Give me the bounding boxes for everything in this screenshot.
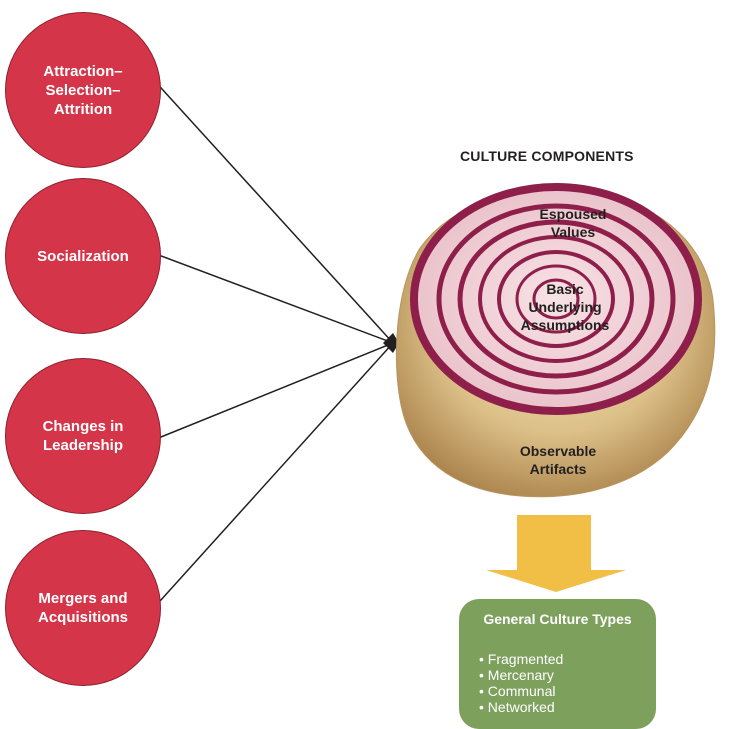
source-mergers-and-acquisitions: Mergers and Acquisitions	[5, 530, 161, 686]
connector-lines	[150, 77, 399, 612]
observable-artifacts-label: Observable Artifacts	[519, 443, 597, 477]
onion-ring	[515, 264, 597, 334]
down-arrow	[486, 515, 626, 592]
connector-line-3	[155, 342, 394, 440]
onion-ring	[478, 235, 634, 363]
connector-line-4	[150, 342, 394, 612]
basic-underlying-assumptions-label: Basic Underlying Assumptions	[520, 281, 610, 333]
types-item: Mercenary	[479, 667, 563, 683]
types-item: Communal	[479, 683, 563, 699]
types-item: Networked	[479, 699, 563, 715]
onion-ring	[497, 250, 615, 348]
source-socialization: Socialization	[5, 178, 161, 334]
types-title: General Culture Types	[483, 611, 632, 627]
types-list: Fragmented Mercenary Communal Networked	[479, 651, 563, 715]
culture-diagram: Attraction– Selection– Attrition Sociali…	[0, 0, 734, 712]
arrowhead	[383, 333, 399, 353]
source-attraction-selection-attrition: Attraction– Selection– Attrition	[5, 12, 161, 168]
source-label: Attraction– Selection– Attrition	[43, 62, 123, 118]
source-changes-in-leadership: Changes in Leadership	[5, 358, 161, 514]
general-culture-types-box: General Culture Types Fragmented Mercena…	[459, 599, 656, 729]
culture-components-heading: CULTURE COMPONENTS	[460, 148, 634, 164]
connector-line-1	[151, 77, 394, 344]
onion-ring	[436, 203, 676, 395]
types-item: Fragmented	[479, 651, 563, 667]
onion-ring	[457, 219, 655, 379]
onion-illustration	[395, 183, 716, 592]
onion-ring-core	[532, 278, 580, 320]
source-label: Changes in Leadership	[42, 418, 124, 454]
source-label: Mergers and Acquisitions	[37, 590, 128, 626]
espoused-values-label: Espoused Values	[539, 206, 607, 240]
connector-line-2	[155, 253, 394, 344]
source-label: Socialization	[37, 247, 129, 265]
onion-ring-outer	[410, 183, 702, 415]
